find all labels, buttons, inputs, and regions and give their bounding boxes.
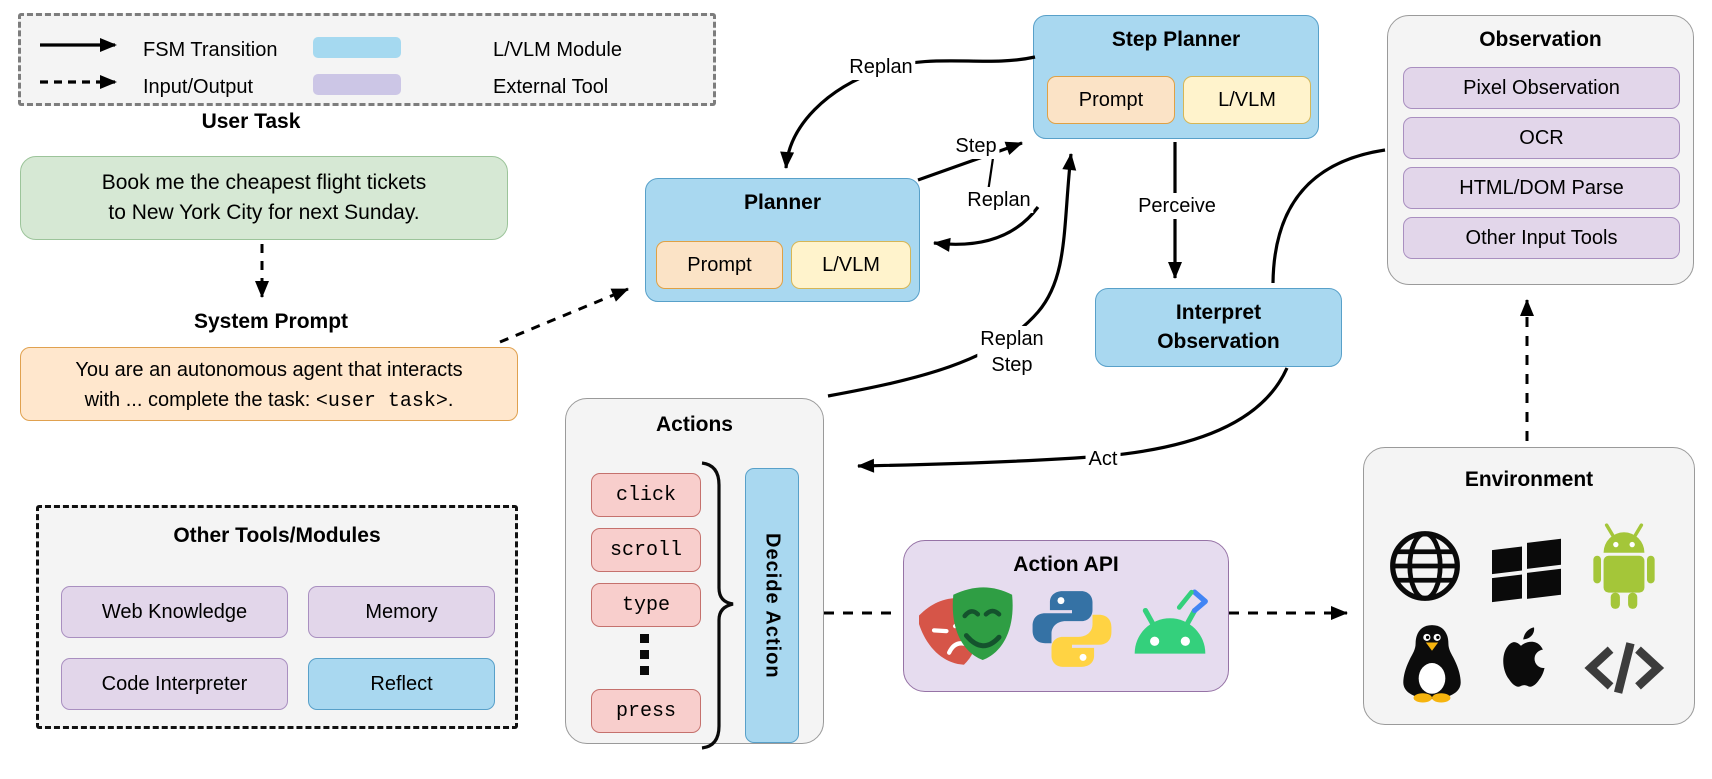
action-api-title: Action API <box>1013 553 1119 576</box>
step-planner-box: Step Planner Prompt L/VLM <box>1033 15 1319 139</box>
tool-code-interpreter: Code Interpreter <box>61 658 288 710</box>
legend-lvlm-module-label: L/VLM Module <box>493 39 622 61</box>
python-logo-icon <box>1032 591 1112 667</box>
action-scroll: scroll <box>591 528 701 572</box>
action-type: type <box>591 583 701 627</box>
other-tools-title: Other Tools/Modules <box>173 524 381 547</box>
edge-label-act: Act <box>1085 446 1121 472</box>
action-click: click <box>591 473 701 517</box>
system-prompt-title: System Prompt <box>193 310 349 333</box>
system-prompt-line1: You are an autonomous agent that interac… <box>75 359 463 381</box>
apple-logo-icon <box>1503 627 1553 687</box>
input-output-arrow-icon <box>40 75 117 89</box>
android-head-icon <box>1134 589 1208 654</box>
external-tool-swatch <box>313 74 401 95</box>
edge-label-replan-top: Replan <box>846 54 916 80</box>
linux-tux-icon <box>1403 625 1461 703</box>
android-robot-icon <box>1593 523 1655 609</box>
lvlm-module-swatch <box>313 37 401 58</box>
action-press: press <box>591 689 701 733</box>
code-brackets-icon <box>1584 642 1665 694</box>
edge-label-step: Step <box>952 133 1000 159</box>
tool-reflect: Reflect <box>308 658 495 710</box>
system-prompt-line2: with ... complete the task: <user task>. <box>21 385 517 417</box>
arrow-act <box>857 367 1289 473</box>
step-planner-title: Step Planner <box>1111 28 1241 51</box>
system-prompt-line2-prefix: with ... complete the task: <box>84 389 316 411</box>
tool-memory: Memory <box>308 586 495 638</box>
step-planner-prompt: Prompt <box>1047 76 1175 124</box>
other-tools-panel: Other Tools/Modules Web Knowledge Memory… <box>36 505 518 729</box>
edge-label-replan-mid: Replan <box>964 187 1034 213</box>
user-task-placeholder-code: <user task> <box>315 390 448 413</box>
fsm-transition-arrow-icon <box>40 38 117 52</box>
observation-ocr: OCR <box>1403 117 1680 159</box>
user-task-box: Book me the cheapest flight tickets to N… <box>20 156 508 240</box>
environment-panel: Environment <box>1363 447 1695 725</box>
tool-web-knowledge: Web Knowledge <box>61 586 288 638</box>
edge-label-perceive: Perceive <box>1135 193 1219 219</box>
system-prompt-line2-suffix: . <box>447 389 454 411</box>
legend-fsm-transition-label: FSM Transition <box>143 39 278 61</box>
user-task-title: User Task <box>201 110 301 133</box>
interpret-observation-box: Interpret Observation <box>1095 288 1342 367</box>
environment-title: Environment <box>1464 468 1594 491</box>
line-observation-to-interpret <box>1271 148 1386 284</box>
system-prompt-box: You are an autonomous agent that interac… <box>20 347 518 421</box>
interpret-observation-label: Interpret Observation <box>1096 298 1341 356</box>
planner-title: Planner <box>743 191 822 214</box>
legend-external-tool-label: External Tool <box>493 76 609 98</box>
actions-panel: Actions click scroll type press Decide A… <box>565 398 824 744</box>
observation-html-dom: HTML/DOM Parse <box>1403 167 1680 209</box>
edge-label-replan-step: Replan Step <box>977 326 1047 378</box>
user-task-line2: to New York City for next Sunday. <box>108 201 420 224</box>
interpret-line1: Interpret <box>1175 301 1262 324</box>
observation-panel: Observation Pixel Observation OCR HTML/D… <box>1387 15 1694 285</box>
action-api-panel: Action API <box>903 540 1229 692</box>
edge-label-replan-step-line1: Replan <box>980 328 1044 350</box>
arrow-systemprompt-to-planner <box>499 287 629 344</box>
planner-lvlm: L/VLM <box>791 241 911 289</box>
actions-title: Actions <box>655 413 733 436</box>
planner-box: Planner Prompt L/VLM <box>645 178 920 302</box>
observation-other-input: Other Input Tools <box>1403 217 1680 259</box>
decide-action-box: Decide Action <box>745 468 799 743</box>
planner-prompt: Prompt <box>656 241 783 289</box>
interpret-line2: Observation <box>1157 330 1280 353</box>
web-globe-icon <box>1390 531 1460 601</box>
step-planner-lvlm: L/VLM <box>1183 76 1311 124</box>
windows-logo-icon <box>1492 538 1561 603</box>
playwright-masks-icon <box>919 587 1013 665</box>
observation-pixel: Pixel Observation <box>1403 67 1680 109</box>
edge-label-replan-step-line2: Step <box>991 354 1033 376</box>
observation-title: Observation <box>1479 28 1602 51</box>
user-task-line1: Book me the cheapest flight tickets <box>101 171 427 194</box>
legend: FSM Transition L/VLM Module Input/Output… <box>18 13 716 106</box>
vertical-ellipsis <box>640 634 649 675</box>
legend-input-output-label: Input/Output <box>143 76 254 98</box>
